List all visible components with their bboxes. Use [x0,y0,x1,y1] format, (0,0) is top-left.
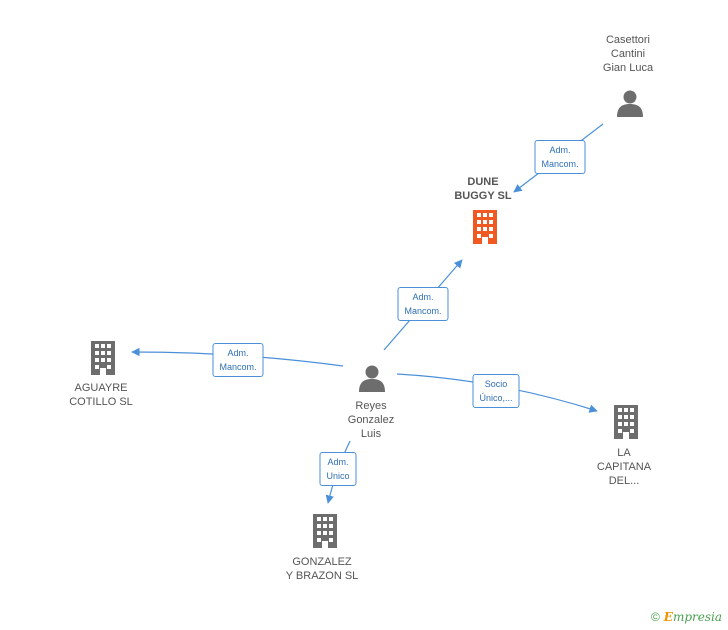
label-line: GONZALEZ [292,556,352,568]
node-label-capitana[interactable]: LA CAPITANA DEL... [597,446,651,488]
edge-label-line: Mancom. [404,306,442,316]
label-line: Y BRAZON SL [285,570,359,582]
edge-label-line: Mancom. [541,159,579,169]
label-line: Reyes [355,400,387,412]
watermark-brand-rest: mpresia [672,610,722,624]
edge-label-line: Adm. [412,292,434,302]
edge-label-line: Adm. [327,457,349,467]
label-line: Luis [360,428,382,440]
building-icon[interactable] [91,341,115,375]
label-line: DUNE [467,176,499,188]
person-icon[interactable] [359,365,385,393]
node-label-casettori[interactable]: Casettori Cantini Gian Luca [603,33,653,75]
building-icon-main[interactable] [473,210,497,244]
label-line: CAPITANA [596,461,652,473]
node-label-dune[interactable]: DUNE BUGGY SL [454,175,511,203]
edge-label-line: Mancom. [219,362,257,372]
edge-label-reyes-aguayre[interactable]: Adm. Mancom. [212,343,264,377]
label-line: LA [617,447,631,459]
edge-label-line: Adm. [227,348,249,358]
copyright-symbol: © [650,610,660,624]
node-label-aguayre[interactable]: AGUAYRE COTILLO SL [69,381,133,409]
edge-label-line: Adm. [549,145,571,155]
person-icon[interactable] [617,90,643,118]
edge-label-reyes-dune[interactable]: Adm. Mancom. [397,287,449,321]
node-label-gonzalez[interactable]: GONZALEZ Y BRAZON SL [286,555,359,583]
label-line: BUGGY SL [454,190,512,202]
edge-label-line: Único,... [479,393,513,403]
label-line: Casettori [605,34,651,46]
edge-label-casettori-dune[interactable]: Adm. Mancom. [534,140,586,174]
label-line: COTILLO SL [69,396,133,408]
label-line: AGUAYRE [74,382,128,394]
label-line: Cantini [610,48,646,60]
edge-label-reyes-capitana[interactable]: Socio Único,... [472,374,520,408]
edge-label-reyes-gonzalez[interactable]: Adm. Unico [319,452,357,486]
label-line: Gonzalez [347,414,395,426]
edge-label-line: Unico [326,471,350,481]
node-label-reyes[interactable]: Reyes Gonzalez Luis [348,399,394,441]
building-icon[interactable] [313,514,337,548]
edge-label-line: Socio [484,379,508,389]
building-icon[interactable] [614,405,638,439]
watermark-brand-first: E [663,610,673,624]
label-line: DEL... [608,475,640,487]
label-line: Gian Luca [602,62,654,74]
empresia-watermark[interactable]: ©Empresia [651,610,722,624]
